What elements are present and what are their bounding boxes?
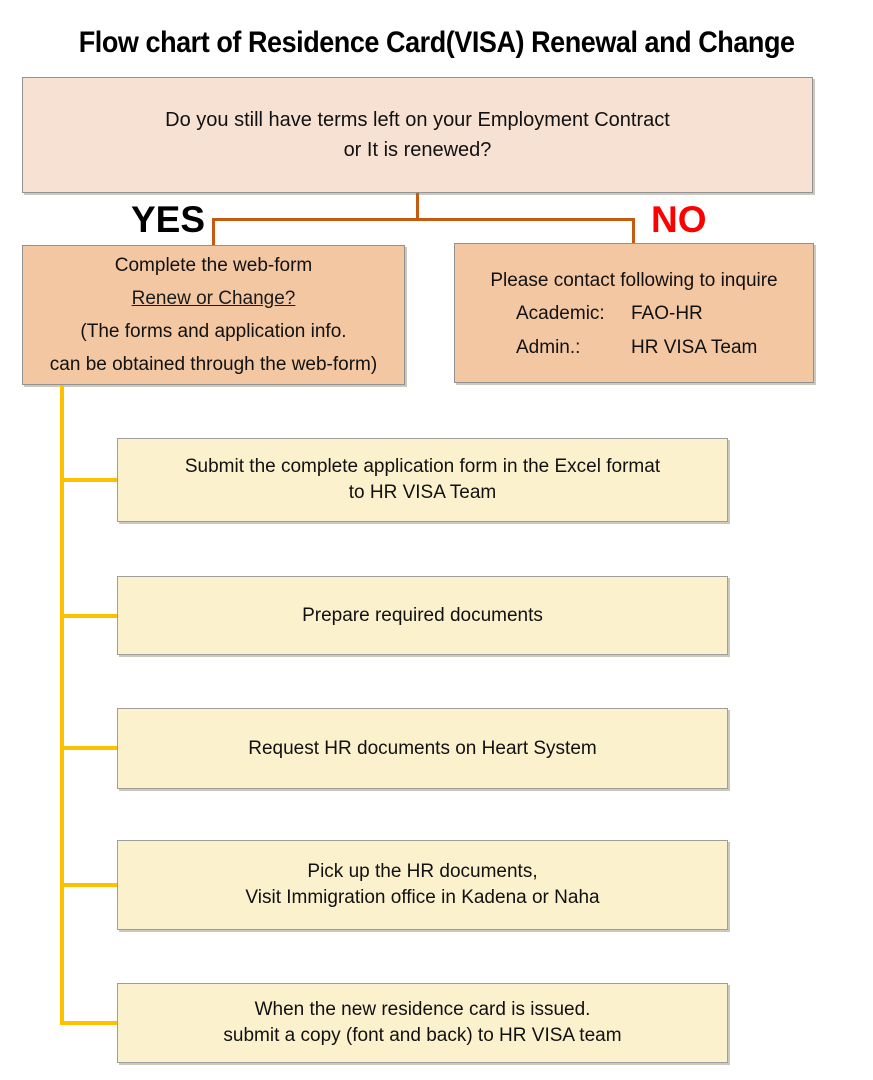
step-4-line-1: Pick up the HR documents, [307,861,538,882]
yes-label: YES [131,199,206,240]
no-box-heading: Please contact following to inquire [490,270,778,291]
step-1-line-1: Submit the complete application form in … [184,456,661,477]
yes-box: Complete the web-form Renew or Change? (… [22,245,405,385]
yes-box-line-4: can be obtained through the web-form) [49,354,378,375]
step-box-submit-card-copy: When the new residence card is issued. s… [117,983,728,1063]
connector-no-drop [632,218,635,243]
step-5-line-1: When the new residence card is issued. [254,999,591,1020]
decision-box: Do you still have terms left on your Emp… [22,77,813,193]
decision-line-2: or It is renewed? [343,139,492,161]
connector-yes-drop [212,218,215,245]
no-label: NO [651,199,707,240]
connector-step-3 [60,746,117,750]
connector-step-1 [60,478,117,482]
step-box-submit-application: Submit the complete application form in … [117,438,728,522]
connector-steps-trunk [60,385,64,1025]
no-box: Please contact following to inquire Acad… [454,243,814,383]
connector-step-5 [60,1021,117,1025]
contact-value-admin: HR VISA Team [631,337,758,358]
contact-label-academic: Academic: [516,303,605,324]
step-1-line-2: to HR VISA Team [348,482,497,503]
contact-row-admin: Admin.: HR VISA Team [455,331,813,365]
contact-row-academic: Academic: FAO-HR [455,297,813,331]
step-box-prepare-documents: Prepare required documents [117,576,728,655]
step-2-line-1: Prepare required documents [302,604,543,626]
step-4-line-2: Visit Immigration office in Kadena or Na… [245,887,600,908]
decision-line-1: Do you still have terms left on your Emp… [165,109,670,131]
step-3-line-1: Request HR documents on Heart System [248,737,597,759]
step-5-line-2: submit a copy (font and back) to HR VISA… [223,1025,622,1046]
renew-or-change-link[interactable]: Renew or Change? [131,288,296,309]
connector-step-2 [60,614,117,618]
step-box-pickup-visit-immigration: Pick up the HR documents, Visit Immigrat… [117,840,728,930]
title-container: Flow chart of Residence Card(VISA) Renew… [0,26,873,60]
connector-step-4 [60,883,117,887]
contact-value-academic: FAO-HR [631,303,703,324]
connector-branch-horizontal [212,218,635,221]
connector-decision-stub [416,193,419,220]
page-title: Flow chart of Residence Card(VISA) Renew… [78,26,795,59]
step-box-request-hr-documents: Request HR documents on Heart System [117,708,728,789]
contact-label-admin: Admin.: [516,337,581,358]
yes-box-line-1: Complete the web-form [114,255,313,276]
yes-box-line-3: (The forms and application info. [80,321,347,342]
